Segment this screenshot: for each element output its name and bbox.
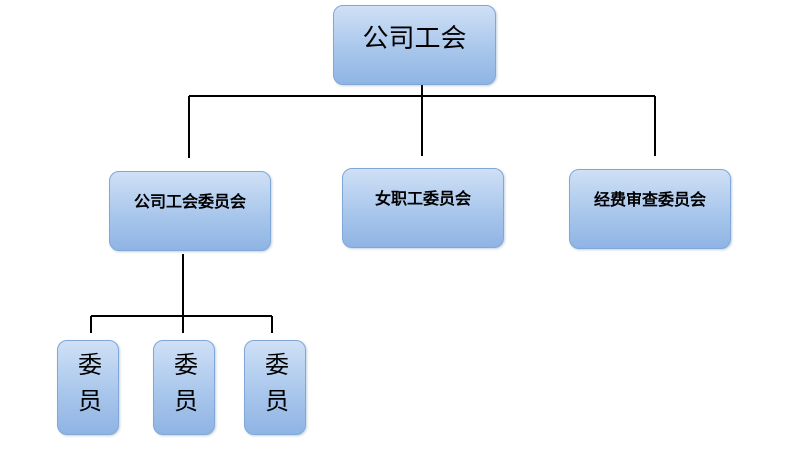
node-audit-committee-label: 经费审查委员会 (593, 190, 706, 209)
node-member-2-label: 委员 (169, 351, 198, 424)
node-union-root: 公司工会 (333, 5, 496, 85)
node-audit-committee: 经费审查委员会 (569, 169, 731, 249)
node-women-committee-label: 女职工委员会 (374, 189, 471, 208)
node-member-3: 委员 (244, 340, 306, 435)
node-member-2: 委员 (153, 340, 215, 435)
node-member-1-label: 委员 (73, 351, 102, 424)
node-union-committee-label: 公司工会委员会 (133, 192, 246, 211)
node-member-1: 委员 (57, 340, 119, 435)
node-member-3-label: 委员 (260, 351, 289, 424)
node-women-committee: 女职工委员会 (342, 168, 504, 248)
node-union-root-label: 公司工会 (362, 23, 467, 54)
node-union-committee: 公司工会委员会 (109, 171, 271, 251)
